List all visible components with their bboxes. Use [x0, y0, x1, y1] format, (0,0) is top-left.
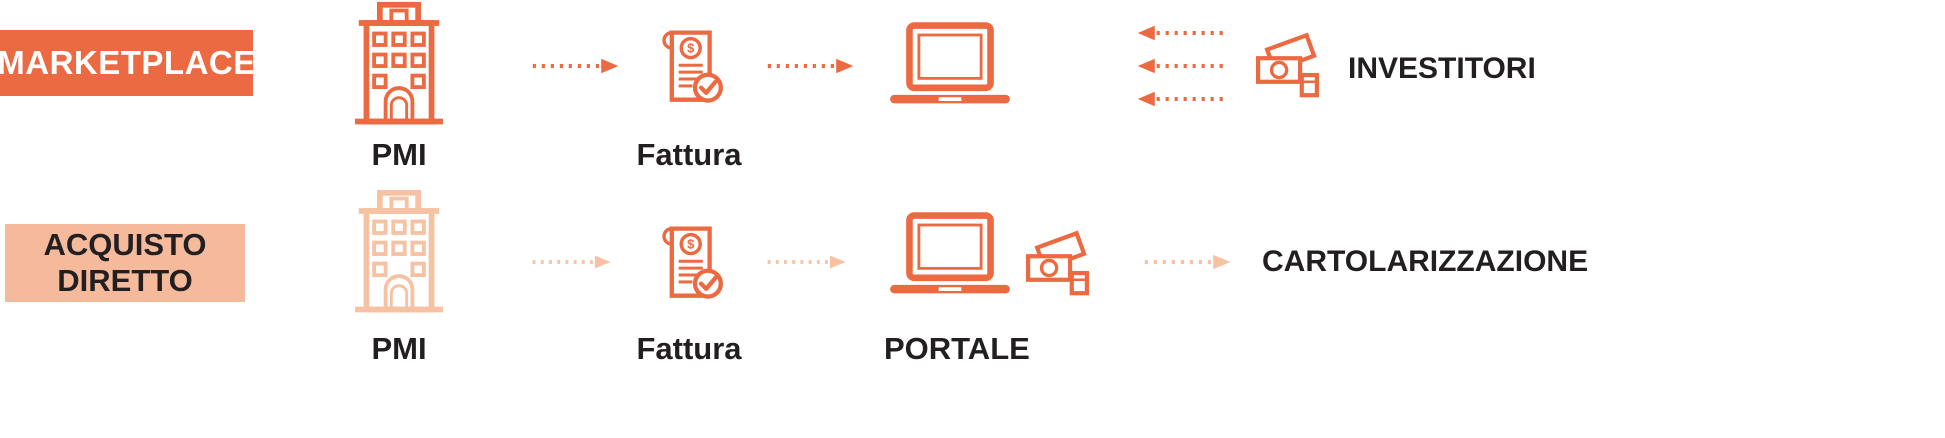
- laptop-icon: [884, 210, 1016, 306]
- dotted-arrow-right-icon: [766, 251, 848, 273]
- dotted-arrow-left-icon: [1135, 55, 1225, 77]
- invoice-icon: [646, 24, 732, 110]
- dotted-arrow-right-icon: [766, 55, 856, 77]
- dotted-arrow-right-icon: [1143, 251, 1233, 273]
- acquisto-diretto-band-line1: ACQUISTO: [43, 227, 207, 263]
- fattura-label: Fattura: [636, 137, 742, 172]
- dotted-arrow-right-icon: [531, 55, 621, 77]
- acquisto-diretto-band-line2: DIRETTO: [57, 263, 193, 298]
- cartolarizzazione-label: CARTOLARIZZAZIONE: [1262, 245, 1589, 278]
- fattura-label: Fattura: [636, 331, 742, 366]
- dotted-arrow-left-icon: [1135, 88, 1225, 110]
- investitori-label: INVESTITORI: [1348, 52, 1536, 85]
- building-icon: [332, 0, 466, 134]
- laptop-icon: [884, 20, 1016, 116]
- money-icon: [1018, 226, 1102, 310]
- pmi-label: PMI: [371, 137, 427, 172]
- building-icon: [332, 188, 466, 322]
- dotted-arrow-left-icon: [1135, 22, 1225, 44]
- marketplace-band: MARKETPLACE: [0, 30, 256, 96]
- dotted-arrow-right-icon: [531, 251, 613, 273]
- money-icon: [1248, 28, 1332, 112]
- marketplace-band-label: MARKETPLACE: [0, 44, 256, 81]
- acquisto-diretto-band: ACQUISTO DIRETTO: [5, 224, 245, 302]
- pmi-label: PMI: [371, 331, 427, 366]
- portale-label: PORTALE: [884, 331, 1030, 366]
- invoice-icon: [646, 220, 732, 306]
